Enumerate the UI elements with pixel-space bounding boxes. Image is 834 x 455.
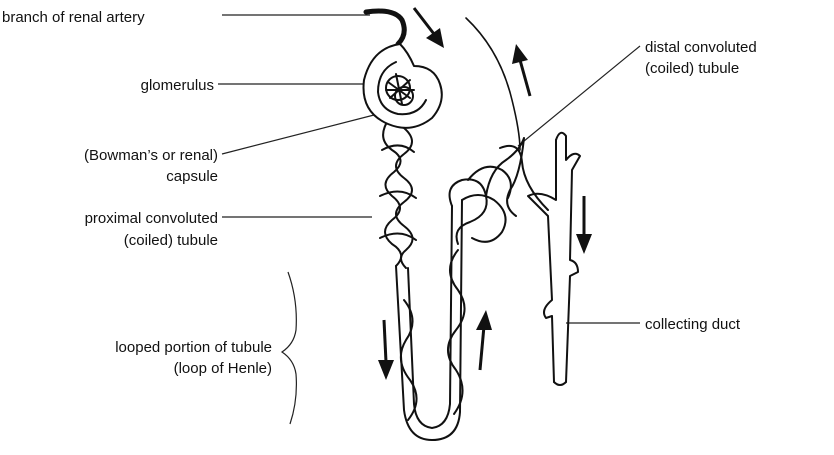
vasa-recta-descending [399, 299, 418, 421]
arrow-down-artery [412, 7, 444, 48]
loop-of-henle [395, 199, 466, 441]
label-dct-line2: (coiled) tubule [645, 60, 739, 77]
leader-capsule [221, 114, 375, 155]
label-dct-line1: distal convoluted [645, 39, 757, 56]
label-renal-artery: branch of renal artery [2, 9, 145, 26]
label-loop-line2: (loop of Henle) [174, 360, 272, 377]
label-collecting-duct: collecting duct [645, 316, 741, 333]
label-group: branch of renal artery glomerulus (Bowma… [2, 9, 757, 377]
loop-outer [395, 199, 463, 441]
pct-crossings [379, 144, 417, 241]
dct-coil-4 [467, 165, 512, 199]
arrow-down-loop [378, 319, 394, 380]
duct-right-wall [555, 131, 581, 383]
arrow-head [576, 234, 592, 254]
arrow-shaft [412, 7, 436, 35]
arrow-head [378, 360, 394, 380]
arrow-head [476, 310, 492, 330]
label-pct-line2: (coiled) tubule [124, 232, 218, 249]
arrow-head [426, 28, 444, 48]
arrow-shaft [382, 319, 388, 363]
flow-arrows [378, 7, 592, 380]
capsule-inner [377, 61, 427, 116]
glomerulus-tuft [385, 73, 415, 106]
distal-tubule [448, 137, 549, 245]
arrow-head [512, 44, 528, 64]
glomerulus-capillaries [385, 73, 415, 105]
efferent-vessel-outer [465, 17, 521, 151]
afferent-arteriole [363, 8, 407, 47]
vasa-recta-ascending [447, 249, 466, 415]
label-pct-line1: proximal convoluted [85, 210, 218, 227]
arrow-down-duct [576, 196, 592, 254]
leader-dct [517, 45, 641, 147]
dct-coil-2 [461, 194, 507, 243]
pct-coil-right [395, 127, 414, 269]
arrow-shaft [478, 325, 486, 371]
label-capsule-line2: capsule [166, 168, 218, 185]
bowmans-capsule [362, 43, 443, 129]
arrow-shaft [518, 59, 532, 97]
leader-lines [218, 14, 641, 425]
duct-left-wall [527, 139, 557, 383]
loop-brace [280, 271, 297, 425]
glomerulus-knot-2 [394, 86, 414, 106]
arrow-up-efferent [512, 44, 532, 97]
loop-inner [407, 205, 453, 429]
renal-artery-drawing [363, 8, 521, 151]
label-glomerulus: glomerulus [141, 77, 214, 94]
dct-coil-1 [448, 178, 488, 245]
duct-bottom [553, 381, 567, 386]
label-loop-line1: looped portion of tubule [115, 339, 272, 356]
label-capsule-line1: (Bowman’s or renal) [84, 147, 218, 164]
collecting-duct-drawing [527, 131, 581, 386]
pct-coil-left [382, 123, 403, 267]
arrow-up-loop [476, 310, 492, 371]
dct-to-duct [499, 144, 549, 211]
proximal-tubule [379, 123, 417, 269]
